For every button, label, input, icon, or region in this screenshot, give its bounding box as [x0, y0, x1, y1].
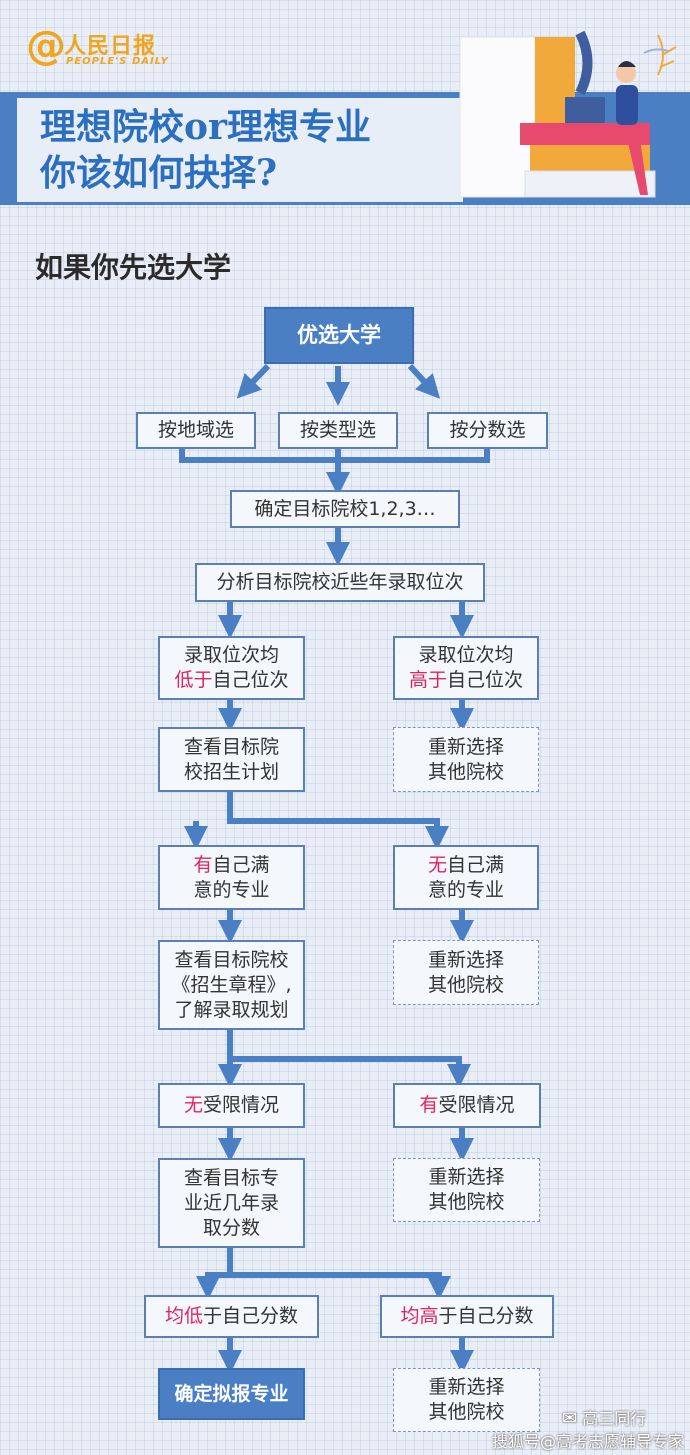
reselect-1-line2: 其他院校	[427, 760, 504, 783]
rank-low-line1: 录取位次均	[183, 644, 279, 666]
reselect-box-4: 重新选择 其他院校	[393, 1368, 540, 1432]
analyze-box: 分析目标院校近些年录取位次	[195, 563, 485, 602]
sohu-watermark: 搜狐号@高考志愿辅导专家	[492, 1432, 685, 1451]
no-major-rest: 自己满	[447, 853, 505, 876]
has-major-box: 有自己满 意的专业	[158, 845, 305, 910]
rank-high-rest: 自己位次	[447, 669, 524, 691]
charter-line3: 了解录取规划	[174, 998, 289, 1021]
score-high-rest: 于自己分数	[438, 1305, 534, 1327]
title-line-1: 理想院校or理想专业	[40, 106, 371, 148]
has-major-line2: 意的专业	[193, 878, 270, 901]
reselect-3-line1: 重新选择	[428, 1166, 505, 1188]
rank-low-rest: 自己位次	[212, 669, 289, 691]
by-type-label: 按类型选	[299, 419, 376, 441]
by-score-box: 按分数选	[427, 412, 548, 449]
scores-line1: 查看目标专	[183, 1166, 279, 1189]
reselect-1-line1: 重新选择	[427, 735, 504, 758]
reselect-4-line1: 重新选择	[428, 1376, 505, 1398]
targets-box: 确定目标院校1,2,3…	[230, 490, 460, 528]
reselect-2-line1: 重新选择	[427, 948, 504, 971]
no-limit-rest: 受限情况	[203, 1094, 280, 1116]
wechat-name: 高三同行	[582, 1409, 647, 1428]
plan-box: 查看目标院 校招生计划	[158, 727, 305, 792]
score-low-box: 均低于自己分数	[144, 1295, 319, 1338]
people-daily-logo: @ 人民日报 PEOPLE'S DAILY	[26, 24, 226, 76]
score-high-hl1: 均	[400, 1305, 420, 1327]
charter-line1: 查看目标院校	[174, 948, 289, 971]
rank-low-box: 录取位次均 低于自己位次	[158, 636, 305, 700]
wechat-icon: ✉	[562, 1408, 578, 1429]
charter-line2: 《招生章程》,	[171, 973, 292, 996]
by-score-label: 按分数选	[449, 419, 526, 441]
rank-high-highlight: 高于	[408, 669, 447, 691]
reselect-4-line2: 其他院校	[428, 1401, 505, 1423]
reselect-2-line2: 其他院校	[427, 973, 504, 996]
reselect-box-1: 重新选择 其他院校	[393, 727, 539, 792]
no-limit-box: 无受限情况	[158, 1083, 305, 1128]
has-limit-box: 有受限情况	[393, 1083, 541, 1128]
reselect-box-3: 重新选择 其他院校	[393, 1158, 540, 1222]
has-limit-highlight: 有	[419, 1094, 439, 1116]
start-box: 优选大学	[264, 307, 414, 364]
by-region-box: 按地域选	[136, 412, 256, 449]
rank-high-box: 录取位次均 高于自己位次	[393, 636, 539, 700]
scores-line2: 业近几年录	[183, 1191, 279, 1214]
has-major-rest: 自己满	[212, 853, 270, 876]
logo-at-symbol: @	[26, 23, 66, 69]
has-major-highlight: 有	[193, 853, 213, 876]
rank-high-line1: 录取位次均	[418, 644, 514, 666]
scores-line3: 取分数	[202, 1216, 260, 1239]
final-label: 确定拟报专业	[174, 1382, 289, 1405]
no-major-line2: 意的专业	[427, 878, 504, 901]
analyze-label: 分析目标院校近些年录取位次	[216, 571, 464, 593]
title-panel	[17, 98, 463, 202]
score-high-hl2: 高	[419, 1305, 439, 1327]
plan-line2: 校招生计划	[183, 760, 279, 783]
by-region-label: 按地域选	[157, 419, 234, 441]
has-limit-rest: 受限情况	[438, 1094, 515, 1116]
section-heading: 如果你先选大学	[35, 251, 232, 284]
score-low-hl1: 均	[164, 1305, 184, 1327]
final-box: 确定拟报专业	[158, 1368, 305, 1420]
score-low-hl2: 低	[183, 1305, 203, 1327]
title-line-2: 你该如何抉择?	[40, 152, 278, 194]
start-label: 优选大学	[297, 323, 381, 347]
score-low-rest: 于自己分数	[203, 1305, 299, 1327]
score-high-box: 均高于自己分数	[380, 1295, 554, 1338]
student-books-illustration	[459, 30, 677, 198]
targets-label: 确定目标院校1,2,3…	[254, 497, 436, 520]
no-major-highlight: 无	[427, 853, 447, 876]
logo-english: PEOPLE'S DAILY	[66, 56, 169, 67]
reselect-3-line2: 其他院校	[428, 1191, 505, 1213]
page-title: 理想院校or理想专业 你该如何抉择?	[40, 104, 371, 196]
no-limit-highlight: 无	[183, 1094, 203, 1116]
logo-name: 人民日报	[64, 34, 157, 59]
charter-box: 查看目标院校 《招生章程》, 了解录取规划	[158, 940, 305, 1030]
rank-low-highlight: 低于	[174, 669, 213, 691]
no-major-box: 无自己满 意的专业	[393, 845, 539, 910]
scores-box: 查看目标专 业近几年录 取分数	[158, 1158, 305, 1248]
reselect-box-2: 重新选择 其他院校	[393, 940, 539, 1005]
wechat-watermark: ✉ 高三同行	[562, 1405, 646, 1429]
by-type-box: 按类型选	[278, 412, 398, 449]
plan-line1: 查看目标院	[183, 735, 279, 758]
